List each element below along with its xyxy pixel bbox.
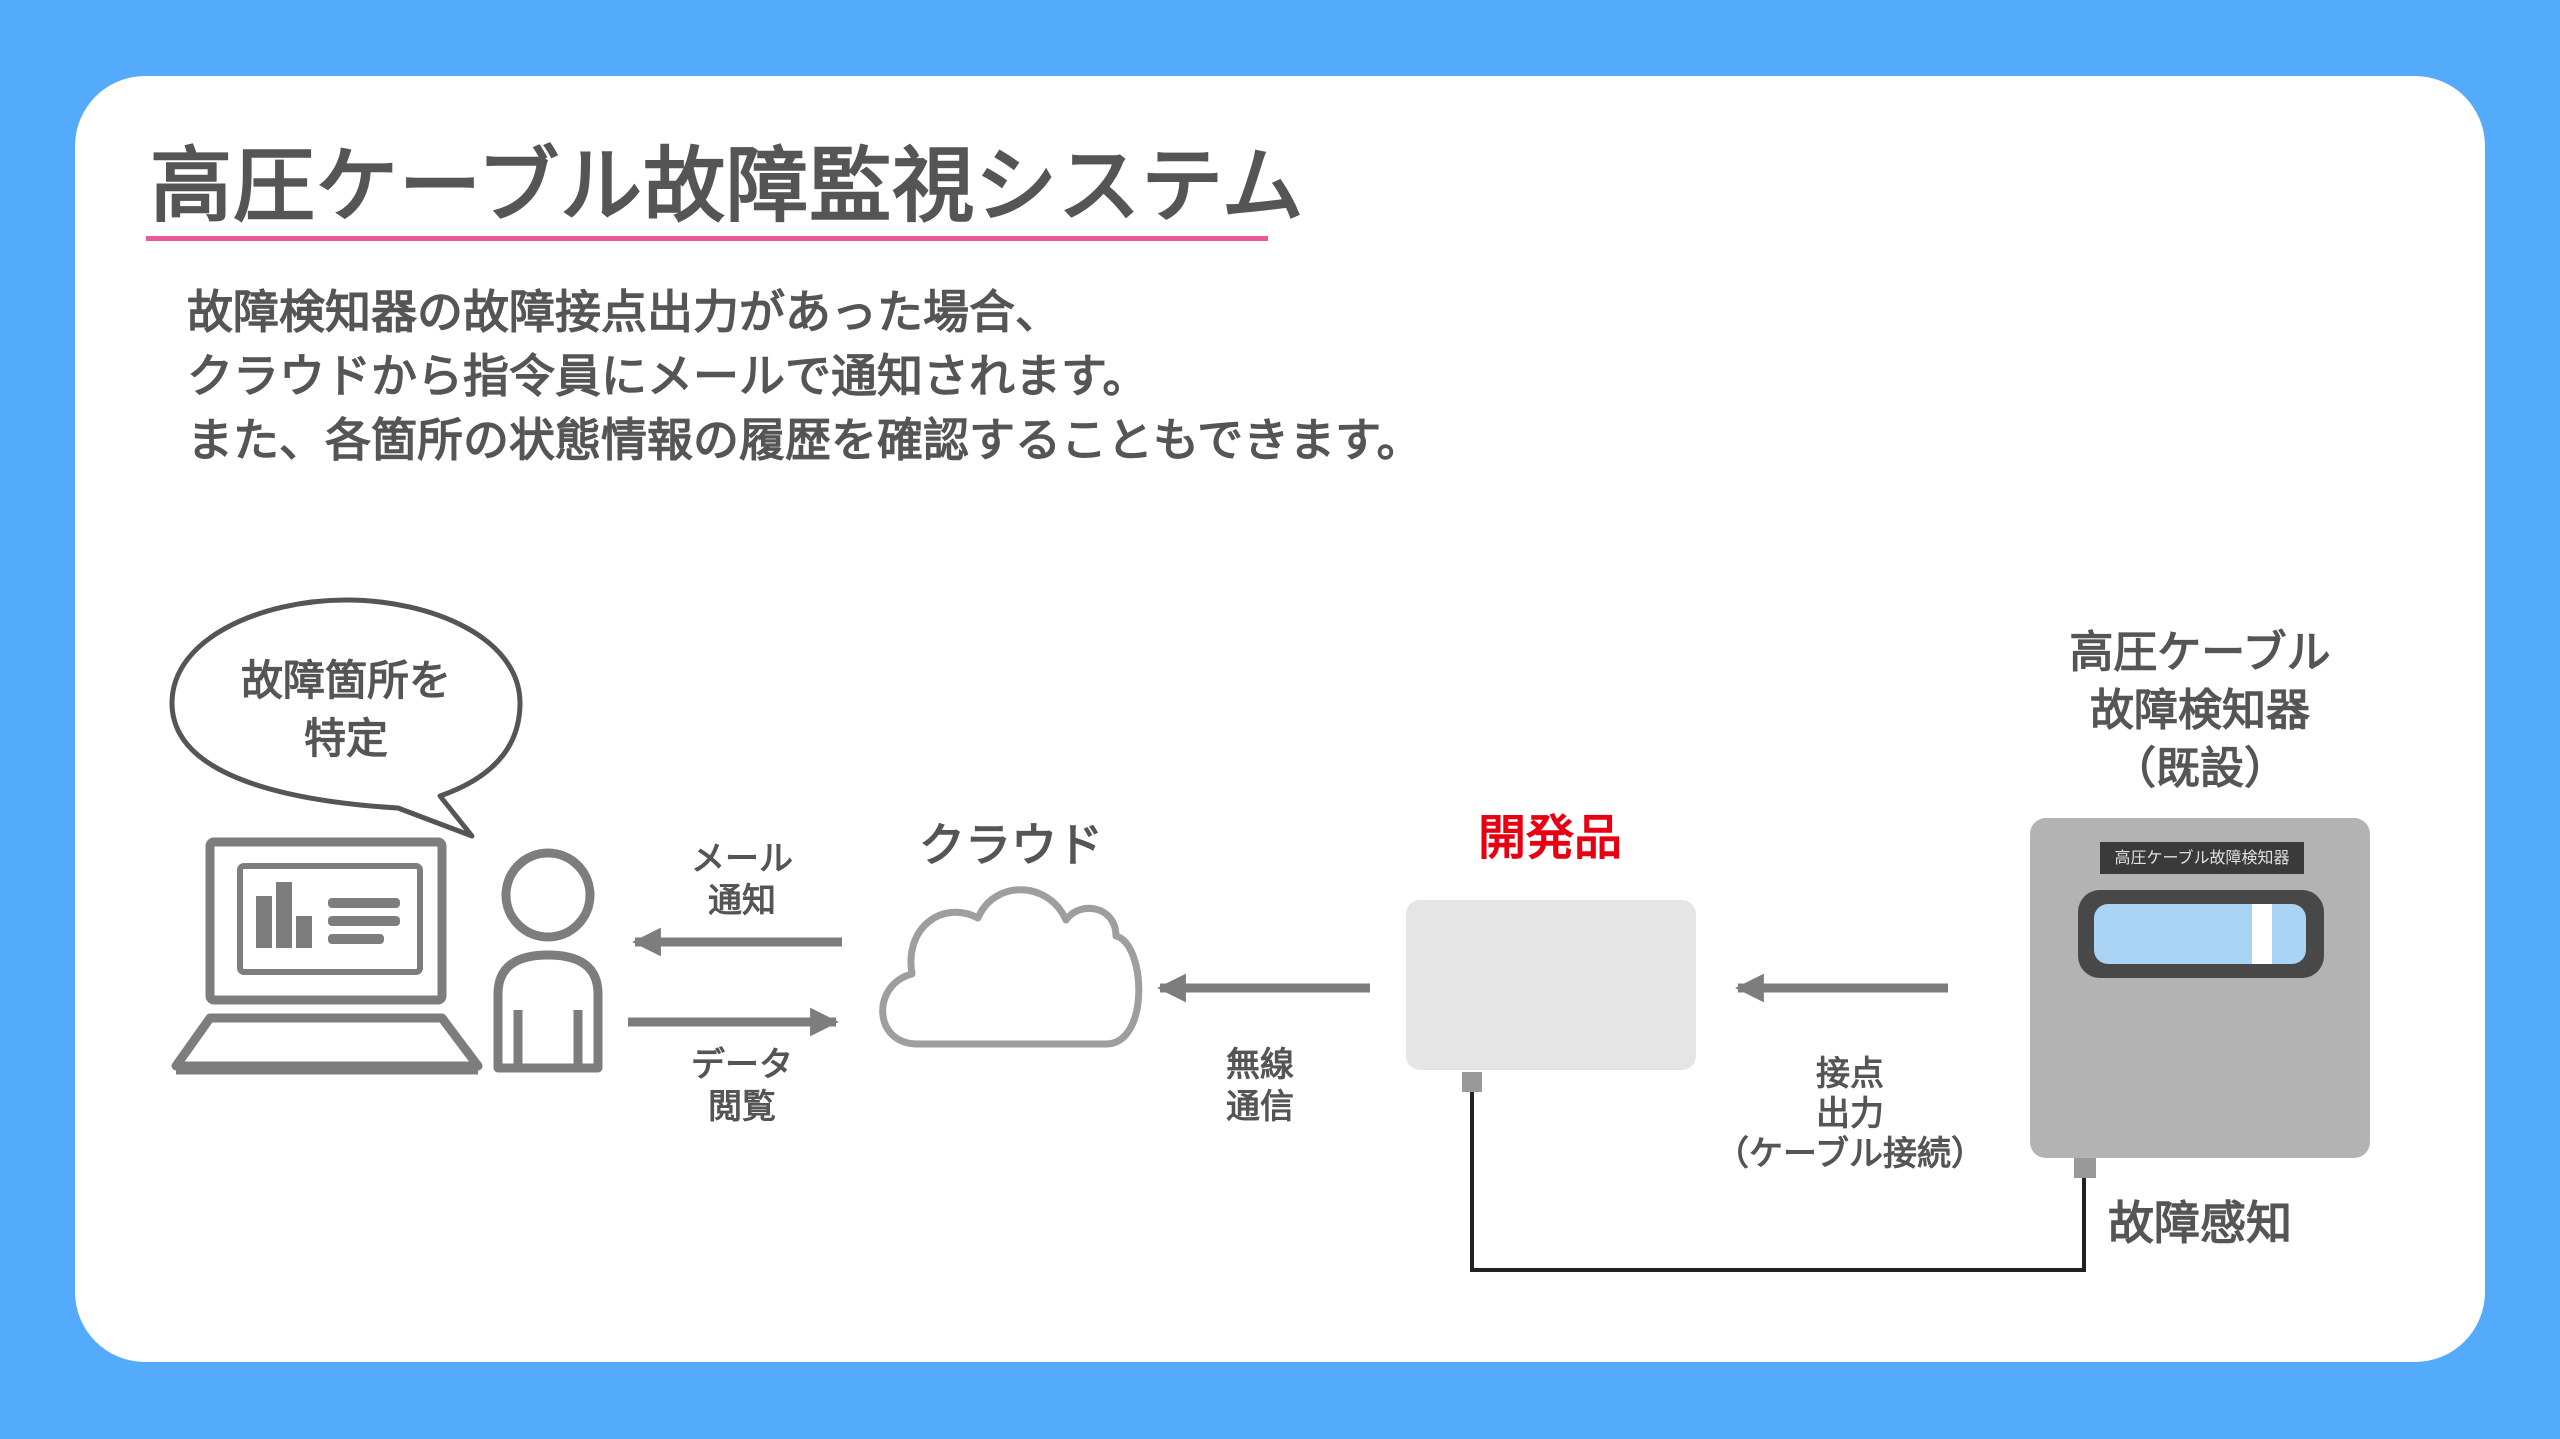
contact-output-label: 接点 出力 （ケーブル接続） — [1715, 1054, 1985, 1174]
bubble-label: 故障箇所を 特定 — [240, 656, 451, 763]
description: 故障検知器の故障接点出力があった場合、 クラウドから指令員にメールで通知されます… — [187, 280, 1423, 472]
product-label: 開発品 — [1477, 810, 1622, 866]
title-underline — [146, 236, 1268, 241]
detector-plate-label: 高圧ケーブル故障検知器 — [2114, 848, 2290, 867]
product-device — [1406, 900, 1696, 1092]
fault-detect-label: 故障感知 — [2108, 1196, 2292, 1250]
description-line-1: 故障検知器の故障接点出力があった場合、 — [187, 285, 1061, 339]
detector-title-label: 高圧ケーブル 故障検知器 （既設） — [2069, 627, 2331, 794]
laptop-icon — [171, 837, 483, 1075]
page-title: 高圧ケーブル故障監視システム — [150, 139, 1305, 234]
description-line-2: クラウドから指令員にメールで通知されます。 — [187, 349, 1149, 403]
person-icon — [493, 848, 603, 1073]
detector-device — [2030, 818, 2370, 1178]
cable-line — [1470, 1092, 2086, 1272]
chart-screen-icon — [256, 882, 400, 948]
data-view-label: データ 閲覧 — [691, 1045, 793, 1127]
wireless-label: 無線 通信 — [1226, 1045, 1294, 1127]
cloud-icon — [879, 886, 1143, 1048]
mail-notice-label: メール 通知 — [691, 839, 793, 921]
speech-bubble-icon — [169, 597, 523, 839]
description-line-3: また、各箇所の状態情報の履歴を確認することもできます。 — [187, 413, 1423, 467]
cloud-label: クラウド — [919, 818, 1103, 872]
